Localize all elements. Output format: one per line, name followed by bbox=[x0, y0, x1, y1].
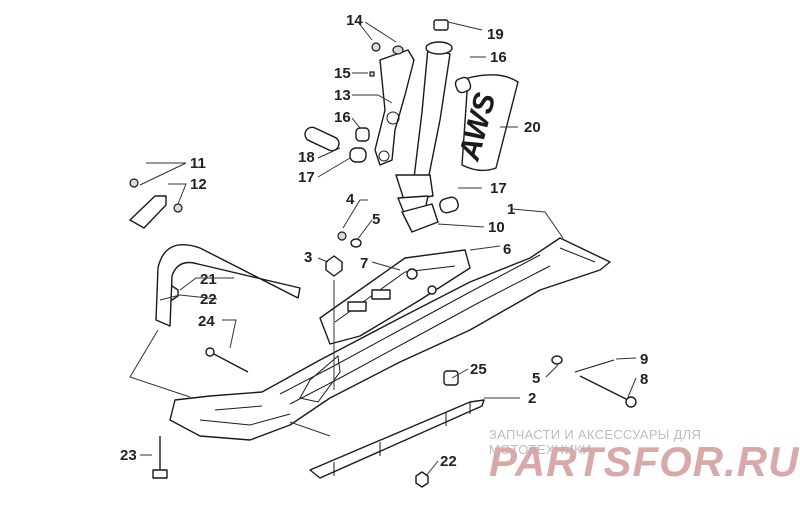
watermark-logo: PARTSFOR.RU bbox=[489, 438, 800, 485]
callout-23: 23 bbox=[120, 447, 137, 464]
callout-11: 11 bbox=[190, 155, 206, 172]
callout-2: 2 bbox=[528, 390, 536, 407]
ski-saddle bbox=[299, 249, 471, 403]
wear-bar bbox=[309, 399, 485, 479]
hardware bbox=[129, 19, 637, 488]
spindle-decal: AWS bbox=[453, 74, 519, 172]
callout-13: 13 bbox=[334, 87, 351, 104]
callout-20: 20 bbox=[524, 119, 541, 136]
callout-16b: 16 bbox=[334, 109, 351, 126]
callout-5b: 5 bbox=[532, 370, 540, 387]
callout-10: 10 bbox=[488, 219, 505, 236]
callout-24: 24 bbox=[198, 313, 215, 330]
callout-14: 14 bbox=[346, 12, 363, 29]
watermark-tagline: ЗАПЧАСТИ И АКСЕССУАРЫ ДЛЯ МОТОТЕХНИКИ bbox=[489, 427, 702, 457]
callout-7: 7 bbox=[360, 255, 368, 272]
callout-25: 25 bbox=[470, 361, 487, 378]
ski-body bbox=[169, 237, 611, 441]
callout-3: 3 bbox=[304, 249, 312, 266]
callout-5a: 5 bbox=[372, 211, 380, 228]
leader-lines bbox=[129, 21, 637, 477]
callout-16a: 16 bbox=[490, 49, 507, 66]
callout-19: 19 bbox=[487, 26, 504, 43]
callout-8: 8 bbox=[640, 371, 648, 388]
callout-1: 1 bbox=[507, 201, 515, 218]
callout-17a: 17 bbox=[298, 169, 315, 186]
callout-9: 9 bbox=[640, 351, 648, 368]
callout-17b: 17 bbox=[490, 180, 507, 197]
callout-22b: 22 bbox=[440, 453, 457, 470]
callout-6: 6 bbox=[503, 241, 511, 258]
spindle bbox=[374, 41, 453, 219]
ski-loop bbox=[155, 244, 301, 327]
callout-12: 12 bbox=[190, 176, 207, 193]
callout-22a: 22 bbox=[200, 291, 217, 308]
callout-4: 4 bbox=[346, 191, 355, 208]
callout-18: 18 bbox=[298, 149, 315, 166]
callout-labels: 14 19 16 15 13 16 20 18 17 17 4 1 5 10 6… bbox=[120, 12, 648, 470]
callout-21: 21 bbox=[200, 271, 217, 288]
callout-15: 15 bbox=[334, 65, 351, 82]
